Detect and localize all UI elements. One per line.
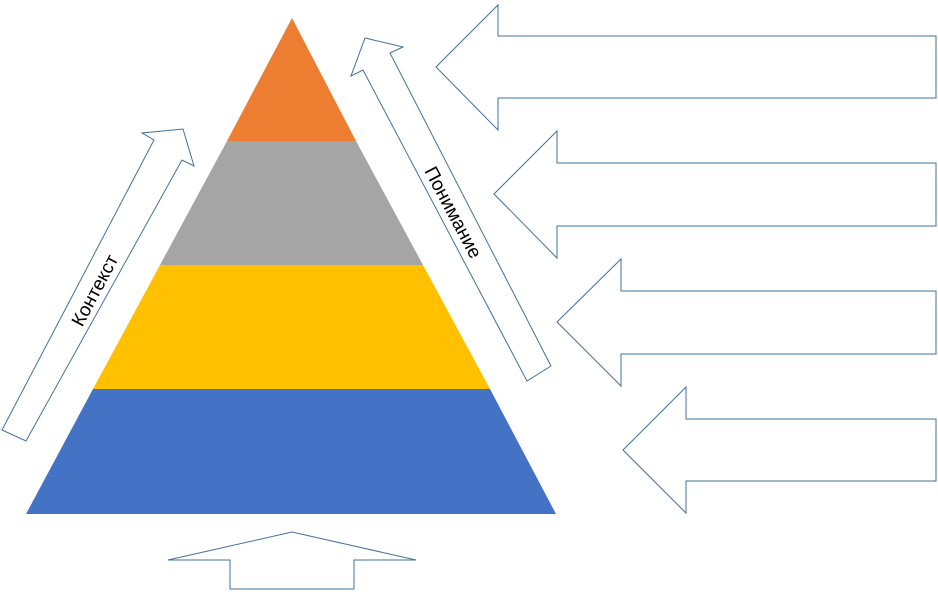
left-block-arrow-1 (435, 3, 937, 132)
pyramid-level-base (26, 389, 556, 514)
pyramid-level-top (227, 18, 356, 141)
context-arrow-shape (1, 128, 195, 442)
understanding-arrow-shape (350, 37, 552, 382)
input-arrows (435, 3, 937, 515)
left-block-arrow-3 (556, 257, 937, 388)
pyramid (26, 18, 556, 514)
pyramid-level-third (93, 265, 490, 389)
left-block-arrow-2 (493, 129, 937, 260)
up-block-arrow (167, 531, 417, 590)
left-block-arrow-4 (622, 385, 937, 515)
pyramid-level-second (160, 141, 423, 265)
